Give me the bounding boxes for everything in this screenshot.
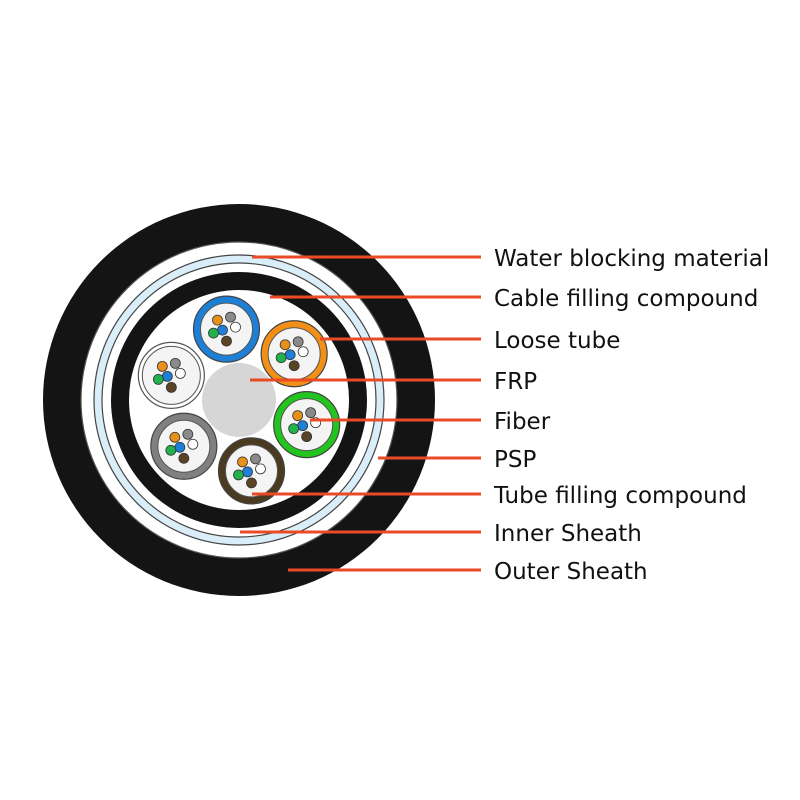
label-fiber: Fiber [494, 409, 551, 435]
fiber [217, 324, 228, 336]
fiber [230, 321, 241, 333]
green-loose-tube [273, 391, 341, 459]
label-tube-filling-compound: Tube filling compound [493, 483, 747, 509]
label-cable-filling-compound: Cable filling compound [494, 286, 758, 312]
fiber [255, 463, 266, 475]
fiber [187, 438, 199, 450]
labels-group: Water blocking material Cable filling co… [493, 246, 769, 585]
fiber [169, 431, 181, 443]
fiber [212, 314, 223, 326]
gray-loose-tube [150, 412, 218, 480]
label-water-blocking-material: Water blocking material [494, 246, 769, 272]
fiber [242, 466, 253, 478]
fiber [279, 339, 291, 351]
fiber [178, 452, 190, 464]
fiber [156, 360, 168, 372]
fiber [169, 357, 181, 369]
fiber [292, 336, 304, 348]
fiber [237, 456, 248, 468]
fiber [297, 346, 309, 358]
fiber [165, 381, 177, 393]
fiber [275, 352, 287, 364]
fiber [225, 311, 236, 323]
fiber [250, 453, 261, 465]
fiber [297, 420, 309, 432]
frp-central-member [202, 363, 276, 437]
loose-tubes-group [137, 295, 341, 505]
fiber [233, 469, 244, 481]
fiber [301, 431, 313, 443]
fiber [292, 410, 304, 422]
fiber [174, 441, 186, 453]
white-loose-tube [137, 341, 205, 409]
label-inner-sheath: Inner Sheath [494, 521, 642, 547]
fiber [152, 373, 164, 385]
fiber [174, 367, 186, 379]
fiber [284, 349, 296, 361]
fiber [288, 360, 300, 372]
fiber [165, 444, 177, 456]
label-psp: PSP [494, 447, 536, 473]
label-loose-tube: Loose tube [494, 328, 620, 354]
fiber [208, 327, 219, 339]
fiber [161, 370, 173, 382]
orange-loose-tube [260, 320, 328, 388]
label-frp: FRP [494, 369, 537, 395]
label-outer-sheath: Outer Sheath [494, 559, 648, 585]
fiber [182, 428, 194, 440]
fiber [288, 423, 300, 435]
brown-loose-tube [217, 437, 286, 505]
leader-lines-group [240, 255, 481, 572]
blue-loose-tube [192, 295, 261, 363]
fiber [221, 335, 232, 347]
fiber [305, 407, 317, 419]
cable-cross-section [43, 204, 435, 596]
fiber [246, 477, 257, 489]
